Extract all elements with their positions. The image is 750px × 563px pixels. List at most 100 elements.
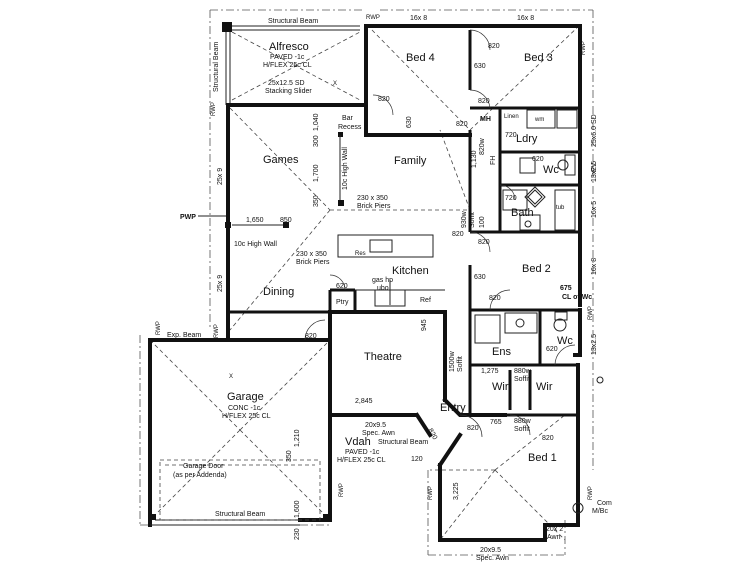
room-kitchen: Kitchen	[392, 265, 429, 277]
awning-bed1-size: 20x9.5	[480, 547, 501, 554]
note-brick-piers-b: Brick Piers	[296, 259, 330, 266]
dim-945: 945	[421, 319, 428, 331]
note-rwp-bed3: RWP	[581, 41, 587, 55]
awning-small-label: Awn	[547, 534, 561, 541]
dim-820w-fh: 820w	[479, 137, 486, 155]
note-rwp-bed1: RWP	[428, 486, 434, 500]
room-ref: Ref	[420, 297, 431, 304]
dim-230: 230	[294, 528, 301, 540]
window-label-bath: 16x 5	[591, 201, 598, 218]
note-brick-piers-a-size: 230 x 350	[357, 195, 388, 202]
room-wir-2: Wir	[536, 381, 553, 393]
garage-post-right	[323, 514, 329, 520]
window-label-ens: 13x2.5	[591, 334, 598, 355]
window-label-bed4: 16x 8	[410, 15, 427, 22]
label-wm: wm	[534, 117, 544, 123]
dim-1210: 1,210	[294, 429, 301, 447]
dim-1275: 1,275	[481, 368, 499, 375]
note-rwp-top: RWP	[366, 15, 380, 21]
note-soffit-1500: 1500w	[449, 350, 456, 372]
roof-outline	[139, 9, 594, 556]
room-ptry: Ptry	[336, 299, 349, 306]
room-bed4: Bed 4	[406, 52, 435, 64]
room-games: Games	[263, 154, 299, 166]
note-structural-beam-top: Structural Beam	[268, 18, 318, 25]
note-exp-beam: Exp. Beam	[167, 332, 201, 339]
note-gas-hp: gas hp	[372, 277, 393, 284]
dim-620-ens-wc: 620	[546, 346, 558, 353]
brick-piers	[232, 132, 344, 228]
note-rwp-left: RWP	[211, 102, 217, 116]
room-garage: Garage	[227, 391, 264, 403]
room-linen: Linen	[504, 114, 519, 120]
dim-620-ptry: 620	[336, 283, 348, 290]
dim-1600: 1,600	[294, 500, 301, 518]
x-mark-alfresco: X	[333, 81, 337, 87]
label-bath-tub: tub	[556, 205, 565, 211]
dim-630-bed3: 630	[474, 63, 486, 70]
interior-walls	[230, 30, 580, 440]
kitchen-island	[337, 234, 445, 307]
garage-door	[159, 459, 321, 521]
window-label-wc: 13x2.5	[591, 161, 598, 182]
dim-820-family: 820	[456, 121, 468, 128]
note-rwp-dining: RWP	[214, 324, 220, 338]
awning-bed1-label: Spec. Awn	[476, 555, 509, 562]
vdah-ceiling: H/FLEX 25c CL	[337, 457, 386, 464]
note-garage-door-addenda: (as per Addenda)	[173, 472, 227, 479]
garage-post-left	[150, 514, 156, 520]
note-mh: MH	[480, 116, 491, 123]
dim-1130: 1,130	[471, 150, 478, 168]
room-vdah: Vdah	[345, 436, 371, 448]
meter-marker	[596, 376, 604, 384]
dim-1650: 1,650	[246, 217, 264, 224]
note-cl-of-wc: CL of Wc	[562, 294, 592, 301]
dim-300: 300	[313, 135, 320, 147]
alfresco-ceiling: H/FLEX 25c CL	[263, 62, 312, 69]
dim-3225: 3,225	[453, 482, 460, 500]
dim-820-entry-b: 820	[467, 425, 479, 432]
note-structural-beam-left: Structural Beam	[213, 42, 220, 92]
note-garage-door: Garage Door	[183, 463, 224, 470]
dim-765: 765	[490, 419, 502, 426]
dim-820-bed1: 820	[542, 435, 554, 442]
comb-box-marker	[572, 502, 584, 514]
alfresco-area	[222, 22, 361, 105]
room-bed2: Bed 2	[522, 263, 551, 275]
dim-1040: 1,040	[313, 113, 320, 131]
window-label-bed3: 16x 8	[517, 15, 534, 22]
dim-820-entry: 820	[426, 428, 438, 442]
room-wc: Wc	[543, 164, 559, 176]
pwp-post	[225, 222, 231, 228]
room-alfresco: Alfresco	[269, 41, 309, 53]
note-rwp-garage: RWP	[156, 321, 162, 335]
room-theatre: Theatre	[364, 351, 402, 363]
note-structural-beam-garage: Structural Beam	[215, 511, 265, 518]
room-ldry: Ldry	[516, 133, 538, 145]
dim-720-ldry: 720	[505, 132, 517, 139]
note-pv: PV	[591, 162, 598, 172]
awning-entry-label: Spec. Awn	[362, 430, 395, 437]
note-rwp-bottom: RWP	[588, 486, 594, 500]
note-stacking-slider: Stacking Slider	[265, 88, 312, 95]
dim-820-ens: 820	[489, 295, 501, 302]
window-label-dining: 25x 9	[217, 275, 224, 292]
awning-entry-size: 20x9.5	[365, 422, 386, 429]
room-bed3: Bed 3	[524, 52, 553, 64]
dim-820-bed4: 820	[378, 96, 390, 103]
dim-820-kitchen: 820	[452, 231, 464, 238]
door-swings	[304, 29, 576, 438]
room-dining: Dining	[263, 286, 294, 298]
note-soffit-1500-label: Soffit	[457, 356, 464, 372]
note-high-wall-horiz: 10c High Wall	[234, 241, 277, 248]
room-bed1: Bed 1	[528, 452, 557, 464]
window-label-bed2: 16x 8	[591, 258, 598, 275]
note-fh: FH	[490, 156, 497, 165]
note-brick-piers-a: Brick Piers	[357, 203, 391, 210]
dim-1700: 1,700	[313, 164, 320, 182]
note-rwp-right: RWP	[588, 306, 594, 320]
dim-350-piers: 350	[313, 195, 320, 207]
dim-100: 100	[479, 216, 486, 228]
note-pwp: PWP	[180, 214, 196, 221]
